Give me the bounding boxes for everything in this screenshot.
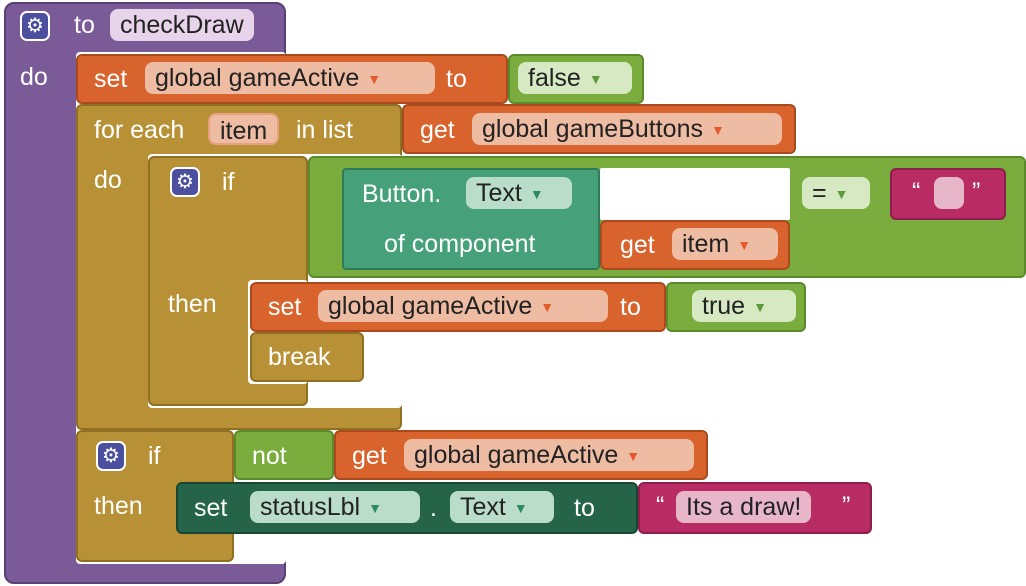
list-variable-name: global gameButtons (482, 115, 703, 143)
property-name: Text (476, 179, 522, 207)
of-component-label: of component (384, 230, 536, 258)
not-label: not (252, 442, 287, 470)
gear-icon[interactable]: ⚙ (96, 441, 126, 471)
open-quote: “ (656, 492, 665, 520)
text-field[interactable]: Its a draw! (676, 491, 812, 523)
procedure-name-field[interactable]: checkDraw (110, 9, 254, 41)
property-name: Text (460, 493, 506, 521)
break-block[interactable] (250, 332, 364, 382)
variable-dropdown[interactable]: global gameActive ▼ (145, 62, 435, 94)
dropdown-arrow-icon: ▼ (737, 237, 752, 253)
item-dropdown[interactable]: item ▼ (672, 228, 778, 260)
to-label: to (574, 494, 595, 522)
then-label: then (168, 290, 217, 318)
dropdown-arrow-icon: ▼ (626, 448, 641, 464)
close-quote: ” (842, 492, 851, 520)
set-label: set (194, 494, 228, 522)
dropdown-arrow-icon: ▼ (588, 71, 603, 87)
dropdown-arrow-icon: ▼ (540, 299, 555, 315)
set-label: set (268, 293, 302, 321)
component-name: statusLbl (260, 493, 361, 521)
dropdown-arrow-icon: ▼ (834, 186, 849, 202)
open-quote: “ (912, 178, 921, 206)
if-label: if (222, 168, 235, 196)
for-each-label: for each (94, 116, 185, 144)
compare-slot (600, 168, 790, 220)
in-list-label: in list (296, 116, 353, 144)
boolean-dropdown[interactable]: true ▼ (692, 290, 796, 322)
variable-dropdown[interactable]: global gameActive ▼ (404, 439, 694, 471)
variable-dropdown[interactable]: global gameActive ▼ (318, 290, 608, 322)
variable-name: global gameActive (328, 292, 533, 320)
empty-text-field[interactable] (934, 177, 964, 209)
property-dropdown[interactable]: Text ▼ (450, 491, 554, 523)
procedure-to-label: to (74, 11, 95, 39)
boolean-dropdown[interactable]: false ▼ (518, 62, 632, 94)
component-dropdown[interactable]: statusLbl ▼ (250, 491, 420, 523)
not-block[interactable] (234, 430, 334, 480)
list-variable-dropdown[interactable]: global gameButtons ▼ (472, 113, 782, 145)
dropdown-arrow-icon: ▼ (367, 71, 382, 87)
if-label: if (148, 442, 161, 470)
dropdown-arrow-icon: ▼ (753, 299, 767, 315)
boolean-value: true (702, 292, 746, 320)
variable-name: global gameActive (414, 441, 619, 469)
then-label: then (94, 492, 143, 520)
gear-icon[interactable]: ⚙ (170, 167, 200, 197)
operator-dropdown[interactable]: =▼ (802, 177, 870, 209)
to-label: to (620, 293, 641, 321)
variable-name: global gameActive (155, 64, 360, 92)
property-dropdown[interactable]: Text ▼ (466, 177, 572, 209)
to-label: to (446, 65, 467, 93)
set-label: set (94, 65, 128, 93)
close-quote: ” (972, 178, 981, 206)
dropdown-arrow-icon: ▼ (368, 500, 382, 516)
item-name: item (682, 230, 730, 258)
dropdown-arrow-icon: ▼ (710, 122, 725, 138)
item-variable-field[interactable]: item (208, 113, 280, 145)
get-label: get (620, 231, 655, 259)
procedure-do-label: do (20, 63, 48, 91)
dropdown-arrow-icon: ▼ (529, 186, 544, 202)
operator-value: = (812, 179, 827, 207)
break-label: break (268, 343, 331, 371)
dot-label: . (430, 494, 437, 522)
boolean-value: false (528, 64, 581, 92)
get-label: get (352, 442, 387, 470)
component-prefix: Button. (362, 180, 442, 208)
get-label: get (420, 116, 455, 144)
dropdown-arrow-icon: ▼ (513, 500, 528, 516)
gear-icon[interactable]: ⚙ (20, 11, 50, 41)
for-each-do-label: do (94, 166, 122, 194)
